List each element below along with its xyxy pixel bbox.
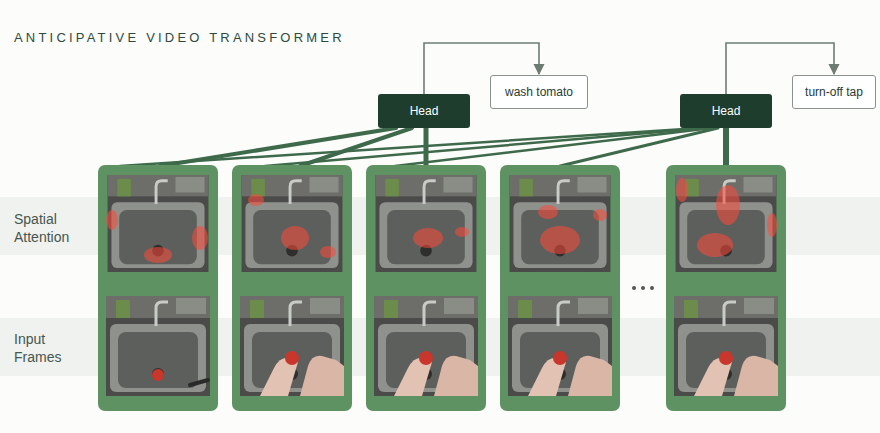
- head-box: Head: [680, 94, 772, 128]
- row-label: Input Frames: [14, 330, 92, 366]
- prediction-box: turn-off tap: [792, 75, 876, 109]
- box-label: wash tomato: [505, 85, 573, 99]
- head-box: Head: [378, 94, 470, 128]
- box-label: Head: [410, 104, 439, 118]
- prediction-box: wash tomato: [490, 75, 588, 109]
- diagram-title: ANTICIPATIVE VIDEO TRANSFORMER: [14, 30, 345, 45]
- box-label: Head: [712, 104, 741, 118]
- row-label: Spatial Attention: [14, 210, 92, 246]
- box-label: turn-off tap: [805, 85, 863, 99]
